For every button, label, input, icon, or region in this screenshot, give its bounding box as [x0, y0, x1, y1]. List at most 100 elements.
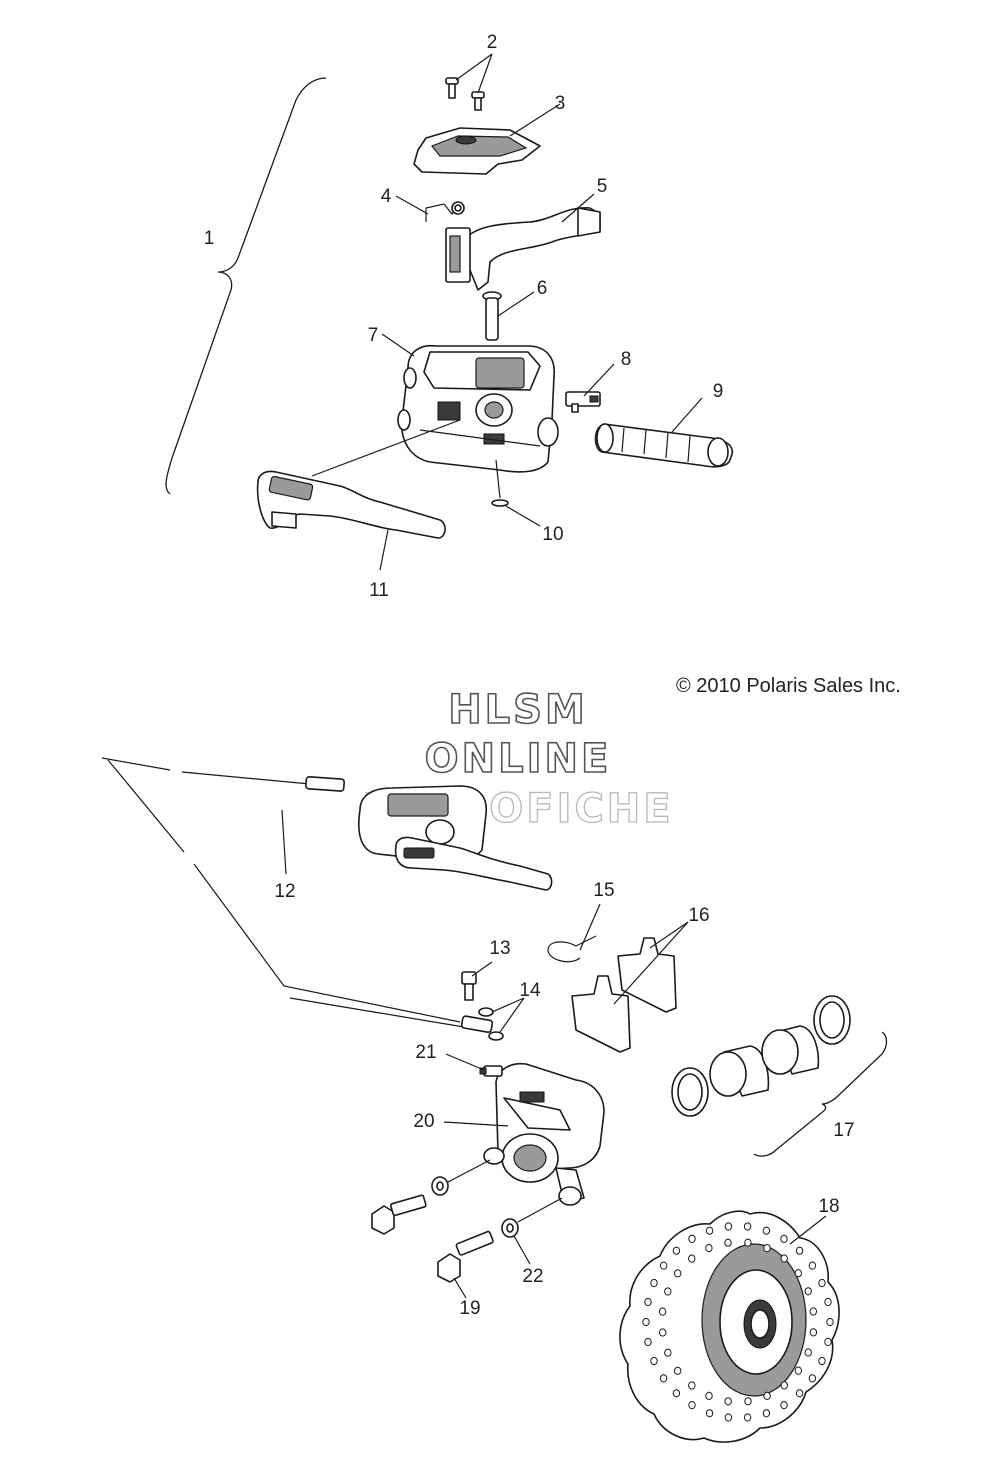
callout-21: 21: [415, 1042, 436, 1063]
callout-2: 2: [487, 32, 498, 53]
rotor-hole: [818, 1356, 826, 1366]
assembly-17-brace: [753, 1031, 888, 1157]
rotor-hole: [688, 1254, 696, 1263]
callout-14: 14: [519, 980, 541, 1001]
rotor-hole: [780, 1234, 788, 1244]
watermark-line-1: HLSM: [448, 687, 588, 733]
rotor-hole: [724, 1397, 732, 1406]
leader-9: [671, 397, 703, 433]
callout-10: 10: [542, 524, 563, 545]
callout-8: 8: [621, 349, 632, 370]
callout-labels: 2 3 4 5 1 6 7 8 9 10 11 12 15 16 13 14 2…: [204, 32, 855, 1319]
rotor-hole: [808, 1261, 817, 1270]
leader-4: [395, 195, 429, 215]
callout-5: 5: [597, 176, 608, 197]
part-9-grip: [594, 423, 734, 468]
callout-11: 11: [369, 580, 389, 601]
leader-7: [381, 333, 415, 357]
rotor-hole: [780, 1401, 788, 1410]
part-10-clip: [491, 459, 509, 507]
leader-3: [509, 103, 561, 137]
rotor-hole: [674, 1366, 682, 1375]
leader-10: [505, 505, 541, 527]
rotor-hole: [824, 1337, 832, 1347]
callout-18: 18: [818, 1196, 839, 1217]
part-22-washers: [431, 1176, 519, 1238]
callout-15: 15: [593, 880, 614, 901]
rotor-hole: [809, 1307, 817, 1316]
rotor-hole: [794, 1269, 802, 1278]
leader-21: [445, 1053, 485, 1071]
rotor-hole: [644, 1337, 652, 1347]
rotor-hole: [809, 1328, 818, 1337]
part-18-brake-rotor: [619, 1210, 840, 1443]
part-17-pistons-seals: [671, 995, 851, 1117]
part-4-spring: [425, 201, 465, 222]
callout-1: 1: [204, 228, 215, 249]
callout-4: 4: [381, 186, 392, 207]
callout-16: 16: [688, 905, 709, 926]
callout-3: 3: [555, 93, 566, 114]
rotor-hole: [724, 1238, 732, 1247]
rotor-hole: [672, 1246, 681, 1255]
leader-12: [281, 809, 287, 875]
part-16-brake-pads: [571, 937, 677, 1053]
rotor-hole: [688, 1234, 696, 1244]
callout-7: 7: [368, 325, 379, 346]
rotor-hole: [724, 1413, 733, 1422]
rotor-hole: [674, 1269, 682, 1278]
rotor-hole: [724, 1222, 733, 1231]
part-15-pad-clip: [547, 935, 597, 963]
part-5-lever-arm: [445, 207, 601, 291]
rotor-hole: [808, 1374, 817, 1383]
rotor-hole: [762, 1226, 771, 1235]
rotor-hole: [762, 1409, 771, 1418]
rotor-hole: [795, 1246, 804, 1255]
part-21-bleeder-valve: [479, 1065, 503, 1077]
callout-9: 9: [713, 381, 724, 402]
rotor-hole: [818, 1278, 826, 1288]
rotor-hole: [688, 1381, 696, 1390]
rotor-hole: [744, 1397, 752, 1406]
callout-17: 17: [833, 1120, 854, 1141]
rotor-hole: [705, 1244, 713, 1253]
rotor-hole: [659, 1261, 668, 1270]
assembled-master-cylinder: [358, 785, 553, 891]
callout-13: 13: [489, 938, 510, 959]
callout-19: 19: [459, 1298, 480, 1319]
rotor-hole: [658, 1307, 667, 1316]
rotor-hole: [826, 1317, 834, 1327]
part-8-brake-switch: [565, 391, 601, 413]
leader-2: [455, 53, 493, 94]
leader-16: [613, 921, 689, 1005]
part-6-pivot-pin: [482, 291, 502, 341]
rotor-hole: [780, 1381, 788, 1390]
rotor-hole: [763, 1244, 771, 1253]
rotor-hole: [688, 1401, 696, 1410]
leader-22: [447, 1159, 563, 1265]
leader-14: [491, 997, 525, 1033]
callout-22: 22: [522, 1266, 543, 1287]
callout-6: 6: [537, 278, 548, 299]
rotor-hole: [824, 1297, 832, 1307]
rotor-hole: [804, 1348, 812, 1357]
leader-6: [497, 291, 535, 317]
part-14-washers: [478, 1007, 504, 1041]
callout-12: 12: [274, 881, 295, 902]
rotor-hole: [705, 1391, 713, 1401]
part-11-brake-lever: [256, 419, 461, 539]
copyright-notice: © 2010 Polaris Sales Inc.: [676, 675, 901, 697]
part-19-bolts: [371, 1194, 494, 1283]
callout-20: 20: [413, 1111, 434, 1132]
part-3-reservoir-cover: [413, 127, 541, 175]
rotor-hole: [780, 1254, 788, 1263]
rotor-hole: [763, 1391, 771, 1401]
leader-8: [583, 363, 615, 397]
part-2-screws: [445, 77, 485, 111]
leader-13: [471, 961, 493, 977]
watermark-line-2: ONLINE: [425, 736, 612, 782]
leader-19: [453, 1277, 467, 1299]
rotor-hole: [664, 1348, 672, 1357]
rotor-hole: [644, 1297, 652, 1307]
rotor-hole: [804, 1287, 812, 1296]
